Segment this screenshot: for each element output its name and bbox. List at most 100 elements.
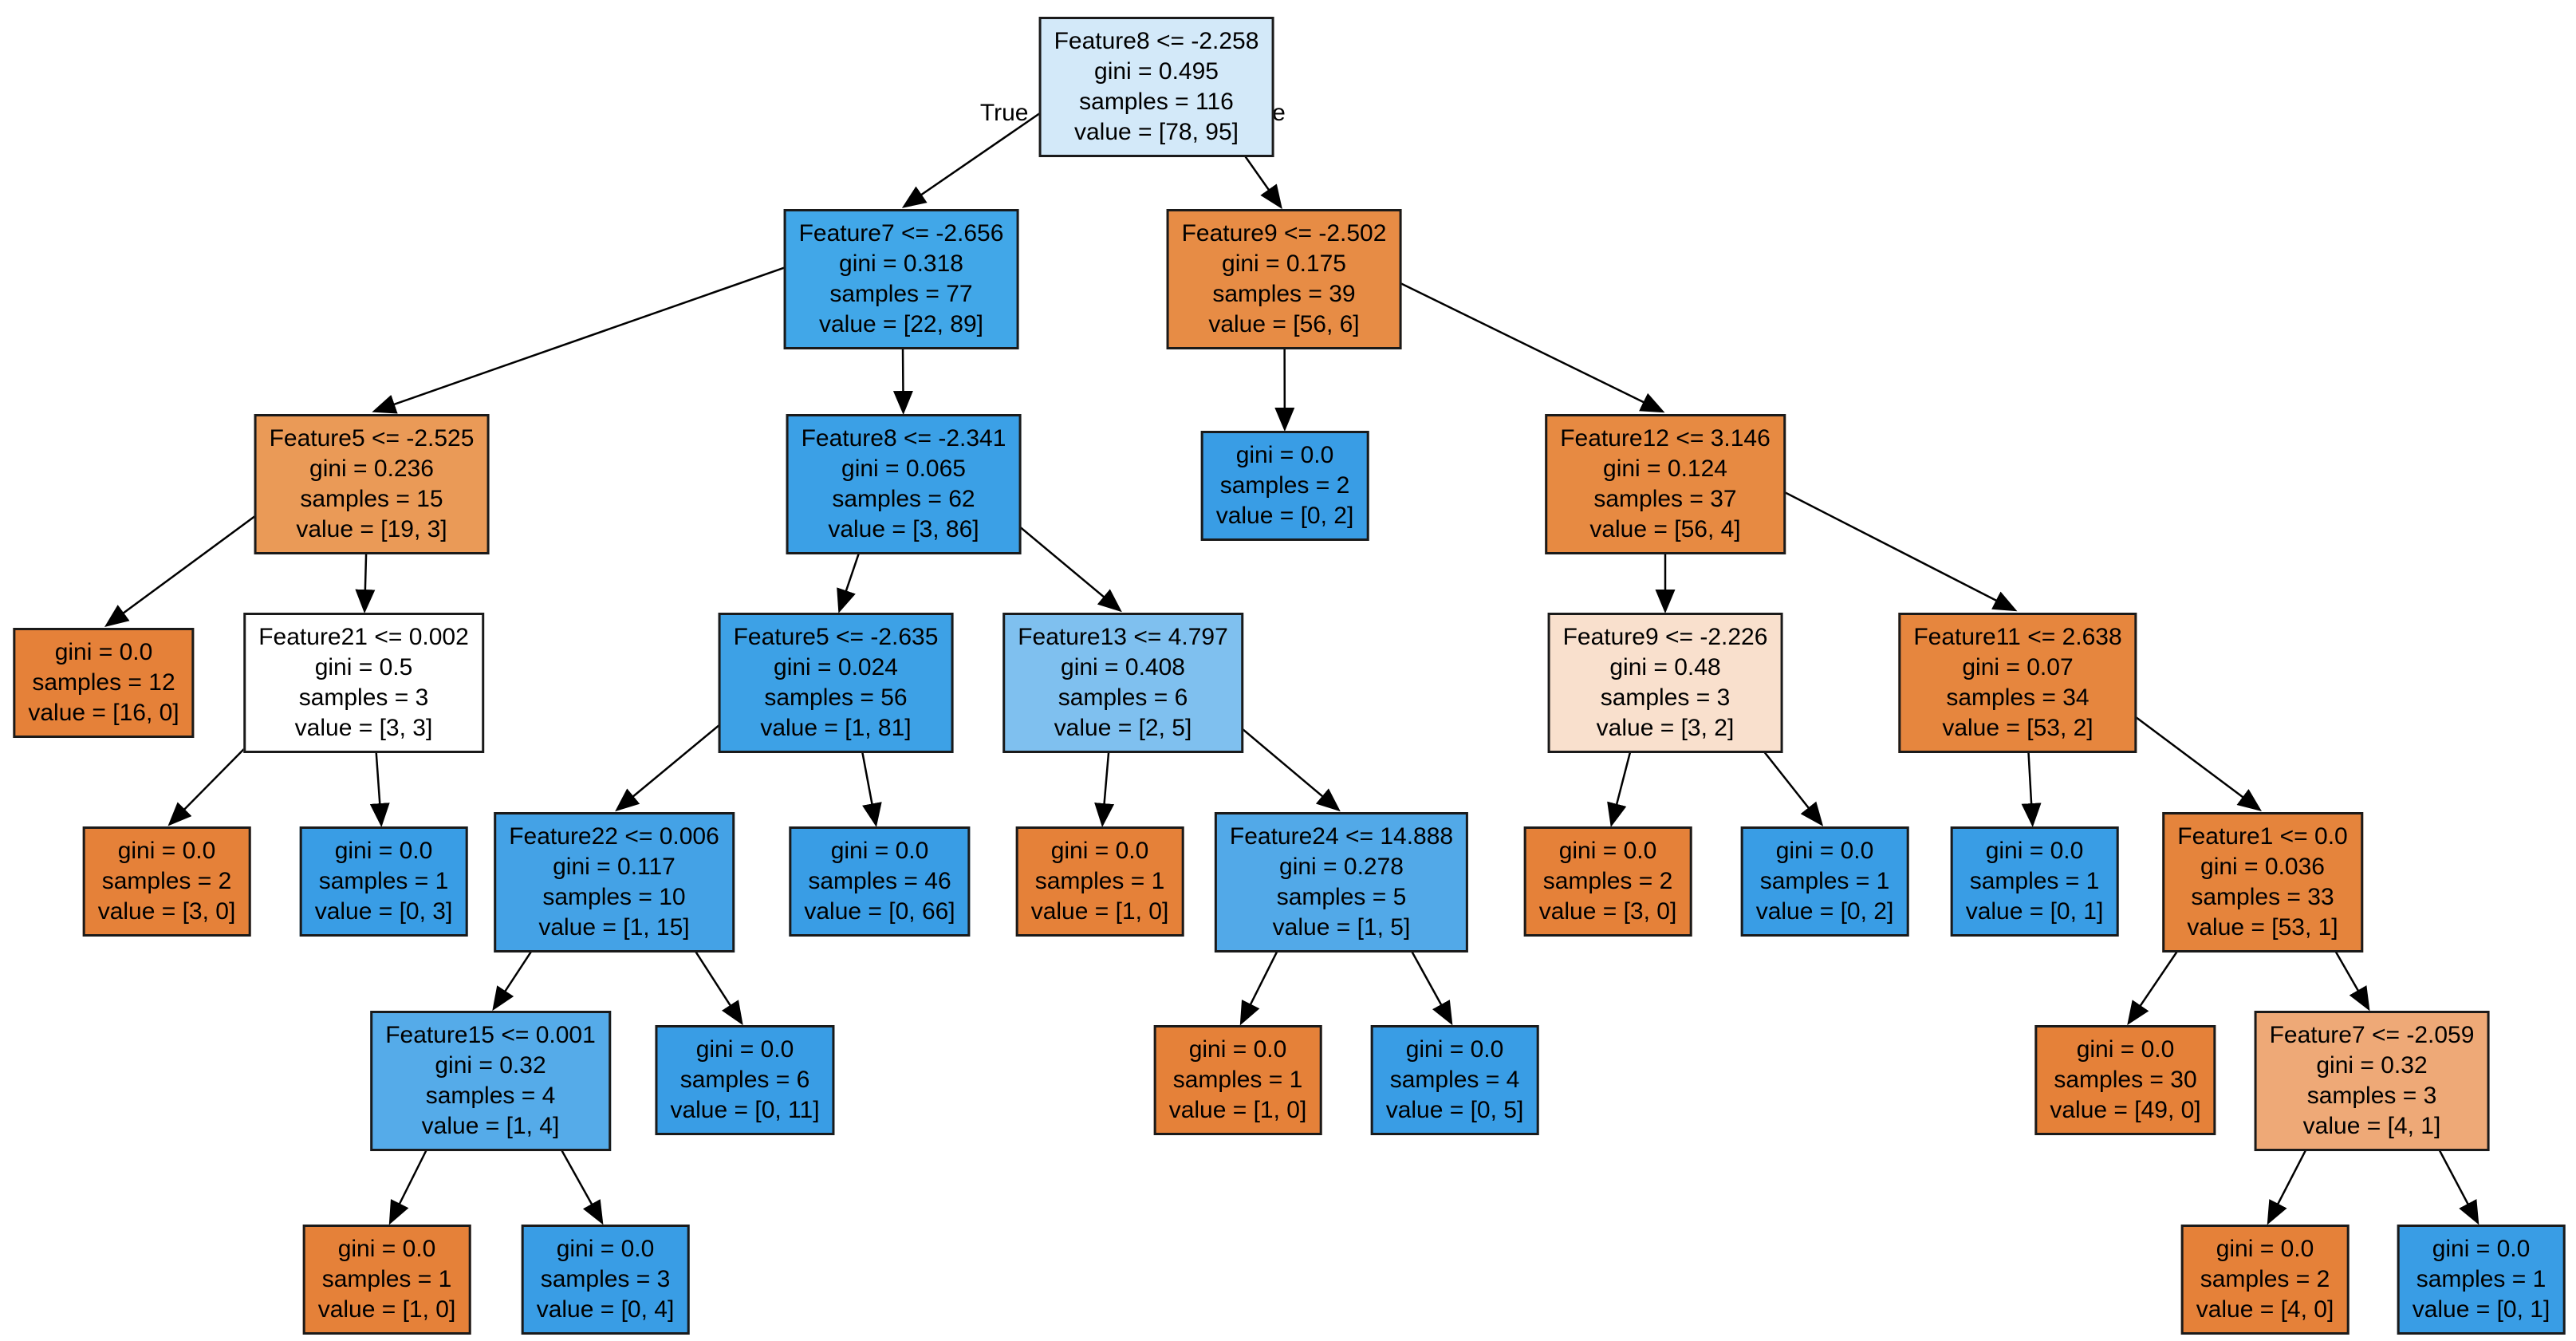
node-text-line: samples = 1: [318, 868, 449, 894]
node-text-line: value = [0, 4]: [536, 1296, 675, 1323]
node-text-line: samples = 2: [2200, 1266, 2330, 1292]
node-text-line: samples = 2: [1219, 472, 1350, 499]
node-text-line: value = [16, 0]: [28, 700, 179, 726]
node-text-line: gini = 0.065: [841, 456, 966, 482]
node-text-line: Feature15 <= 0.001: [385, 1022, 596, 1048]
node-text-line: gini = 0.5: [314, 654, 413, 680]
node-text-line: gini = 0.175: [1222, 250, 1346, 277]
node-text-line: gini = 0.318: [839, 250, 963, 277]
tree-node-20: gini = 0.0 samples = 1 value = [0, 2]: [1740, 826, 1909, 937]
node-text-line: value = [0, 1]: [2412, 1296, 2550, 1323]
node-text-line: value = [3, 3]: [294, 715, 433, 741]
node-text-line: gini = 0.0: [2216, 1236, 2314, 1262]
node-text-line: value = [1, 15]: [538, 914, 690, 941]
node-text-line: samples = 1: [1759, 868, 1890, 894]
tree-node-22: Feature1 <= 0.0 gini = 0.036 samples = 33 v…: [2162, 812, 2363, 953]
node-text-line: value = [56, 6]: [1208, 311, 1360, 337]
node-text-line: value = [0, 2]: [1755, 898, 1894, 925]
node-text-line: samples = 3: [540, 1266, 671, 1292]
node-text-line: value = [4, 1]: [2302, 1113, 2441, 1139]
node-text-line: samples = 1: [1969, 868, 2100, 894]
node-text-line: value = [3, 2]: [1596, 715, 1735, 741]
node-text-line: Feature7 <= -2.059: [2269, 1022, 2475, 1048]
node-text-line: value = [1, 0]: [317, 1296, 456, 1323]
node-text-line: value = [2, 5]: [1054, 715, 1192, 741]
node-text-line: Feature12 <= 3.146: [1560, 425, 1771, 452]
node-text-line: Feature5 <= -2.635: [733, 624, 939, 650]
node-text-line: gini = 0.07: [1962, 654, 2074, 680]
node-text-line: gini = 0.236: [309, 456, 434, 482]
node-text-line: gini = 0.0: [1775, 838, 1874, 864]
node-text-line: gini = 0.0: [54, 639, 153, 665]
node-text-line: samples = 12: [32, 669, 175, 696]
node-text-line: gini = 0.0: [1050, 838, 1149, 864]
tree-node-0: Feature8 <= -2.258 gini = 0.495 samples = …: [1038, 17, 1274, 157]
node-text-line: value = [3, 0]: [1538, 898, 1677, 925]
node-text-line: value = [19, 3]: [296, 516, 447, 542]
node-text-line: value = [0, 1]: [1965, 898, 2104, 925]
node-text-line: Feature9 <= -2.226: [1562, 624, 1768, 650]
node-text-line: samples = 5: [1276, 884, 1407, 910]
node-text-line: Feature8 <= -2.341: [801, 425, 1006, 452]
node-text-line: gini = 0.0: [1188, 1036, 1287, 1063]
node-text-line: samples = 33: [2191, 884, 2334, 910]
node-text-line: value = [56, 4]: [1589, 516, 1741, 542]
node-text-line: Feature5 <= -2.525: [269, 425, 475, 452]
node-text-line: samples = 62: [832, 486, 975, 512]
node-text-line: gini = 0.036: [2200, 854, 2325, 880]
node-text-line: samples = 37: [1593, 486, 1737, 512]
node-text-line: gini = 0.495: [1094, 58, 1219, 85]
node-text-line: samples = 46: [808, 868, 951, 894]
node-text-line: value = [53, 2]: [1942, 715, 2093, 741]
node-text-line: value = [0, 66]: [804, 898, 955, 925]
node-text-line: samples = 1: [1172, 1067, 1303, 1093]
node-text-line: gini = 0.0: [337, 1236, 436, 1262]
node-text-line: value = [53, 1]: [2187, 914, 2338, 941]
node-text-line: samples = 3: [298, 684, 429, 711]
node-text-line: gini = 0.48: [1609, 654, 1721, 680]
node-text-line: samples = 1: [1034, 868, 1165, 894]
node-text-line: Feature1 <= 0.0: [2177, 823, 2348, 850]
node-text-line: gini = 0.0: [556, 1236, 655, 1262]
node-text-line: samples = 3: [1600, 684, 1731, 711]
tree-node-11: Feature9 <= -2.226 gini = 0.48 samples = 3…: [1547, 613, 1783, 753]
node-text-line: gini = 0.0: [334, 838, 433, 864]
node-text-line: samples = 4: [425, 1083, 556, 1109]
edge-label-true: True: [980, 100, 1029, 126]
node-text-line: value = [0, 5]: [1385, 1097, 1524, 1123]
node-text-line: gini = 0.024: [774, 654, 898, 680]
node-text-line: Feature22 <= 0.006: [509, 823, 719, 850]
node-text-line: gini = 0.408: [1061, 654, 1185, 680]
node-text-line: samples = 6: [679, 1067, 810, 1093]
tree-node-30: gini = 0.0 samples = 3 value = [0, 4]: [521, 1225, 690, 1335]
node-text-line: Feature9 <= -2.502: [1181, 220, 1387, 247]
node-text-line: Feature8 <= -2.258: [1054, 28, 1259, 54]
node-text-line: gini = 0.117: [553, 854, 676, 880]
node-text-line: gini = 0.0: [2076, 1036, 2175, 1063]
node-text-line: value = [22, 89]: [818, 311, 983, 337]
node-text-line: samples = 116: [1079, 89, 1234, 115]
node-text-line: samples = 39: [1212, 281, 1356, 307]
node-text-line: samples = 30: [2054, 1067, 2197, 1093]
node-text-line: Feature7 <= -2.656: [798, 220, 1004, 247]
node-text-line: samples = 1: [2416, 1266, 2546, 1292]
node-text-line: samples = 56: [764, 684, 908, 711]
